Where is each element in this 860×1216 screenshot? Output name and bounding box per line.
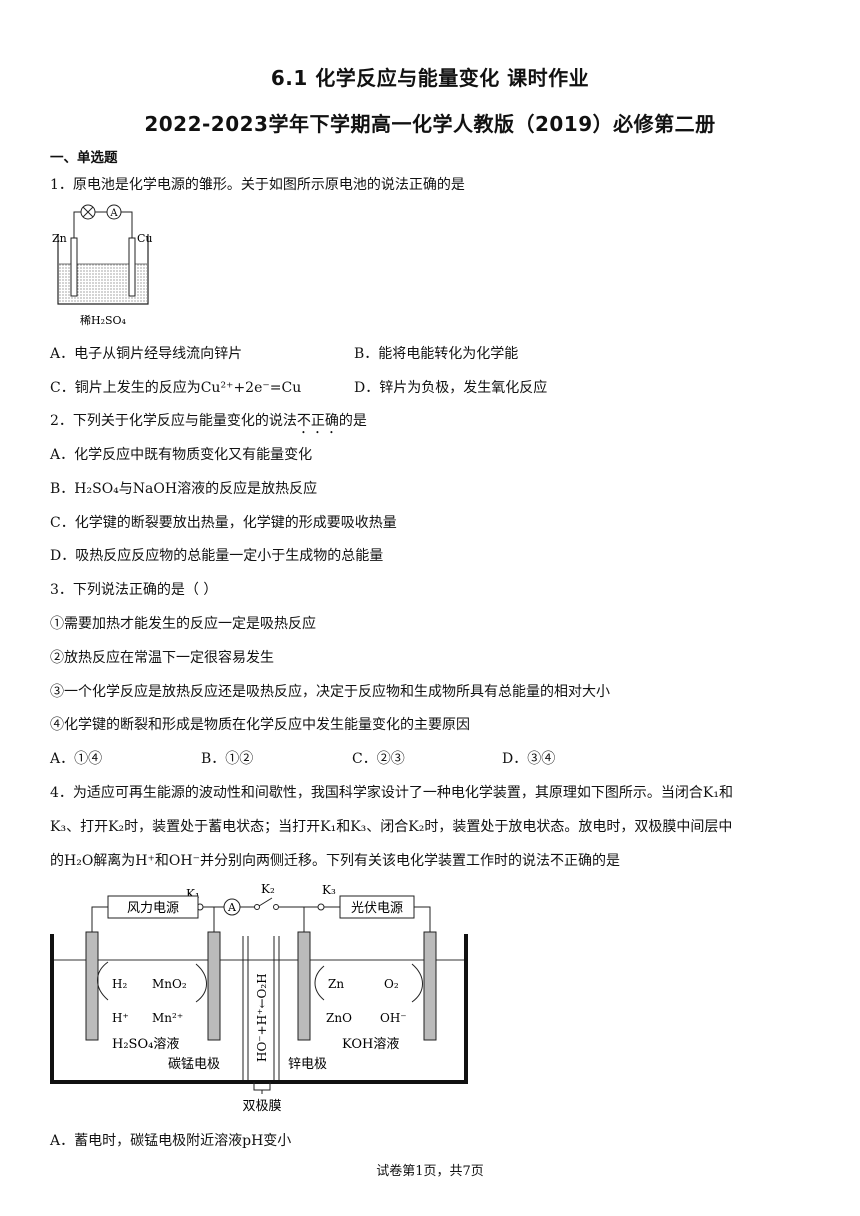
q4-zinc-electrode	[297, 931, 311, 1041]
q3-stem: 3．下列说法正确的是（ ）	[50, 582, 218, 598]
q4-k3-label: K₃	[322, 883, 336, 897]
q4-right-arrow-left	[314, 965, 325, 1001]
q4-solar-power-label: 光伏电源	[351, 901, 403, 916]
q4-left-arrow	[97, 961, 109, 1001]
page-footer: 试卷第1页，共7页	[376, 1164, 484, 1179]
q4-k2-label: K₂	[261, 882, 275, 896]
q4-wire-k1-down	[198, 906, 215, 932]
q4-ohminus-label: OH⁻	[380, 1011, 407, 1025]
q4-membrane-ions: HO⁻+H⁺←O₂H	[255, 973, 269, 1062]
q4-hplus-label: H⁺	[112, 1011, 129, 1025]
q4-wind-power-box	[107, 895, 199, 919]
q1-ammeter-icon	[106, 204, 122, 220]
q2-option-c[interactable]: C．化学键的断裂要放出热量，化学键的形成要吸收热量	[50, 515, 397, 531]
q3-statement-3: ③一个化学反应是放热反应还是吸热反应，决定于反应物和生成物所具有总能量的相对大小	[50, 684, 610, 700]
q1-option-d[interactable]: D．锌片为负极，发生氧化反应	[354, 380, 548, 396]
q2-stem-before: 2．下列关于化学反应与能量变化的说法	[50, 413, 297, 429]
q4-stem-line-3: 的H₂O解离为H⁺和OH⁻并分别向两侧迁移。下列有关该电化学装置工作时的说法不正…	[50, 853, 620, 869]
q4-bipolar-membrane-label: 双极膜	[242, 1099, 281, 1114]
q4-carbon-manganese-label: 碳锰电极	[168, 1057, 220, 1072]
q4-figure: K₁ 风力电源 A K₂ K₃ 光伏电源 HO⁻+H⁺←O₂H H₂ MnO₂ …	[50, 882, 468, 1114]
q3-statement-2: ②放热反应在常温下一定很容易发生	[50, 650, 274, 666]
q3-option-b[interactable]: B．①②	[201, 751, 254, 767]
q4-mn2plus-label: Mn²⁺	[152, 1011, 183, 1025]
q3-option-a[interactable]: A．①④	[50, 751, 103, 767]
q4-zno-label: ZnO	[326, 1011, 352, 1025]
q2-stem-after: 的是	[338, 413, 367, 429]
q4-ammeter-label: A	[227, 901, 237, 914]
q3-option-d[interactable]: D．③④	[502, 751, 556, 767]
q1-ammeter-label: A	[109, 208, 118, 219]
q4-left-electrode	[85, 931, 99, 1041]
q1-zn-electrode	[70, 237, 78, 297]
q1-solution-label: 稀H₂SO₄	[80, 314, 127, 327]
q4-carbon-manganese-electrode	[207, 931, 221, 1041]
q1-option-a[interactable]: A．电子从铜片经导线流向锌片	[50, 346, 243, 362]
q4-wire-k2	[279, 906, 305, 932]
q1-figure: A Zn Cu 稀H₂SO₄	[52, 204, 153, 327]
q4-right-arrow-right	[411, 963, 423, 1003]
q4-k2-switch-right	[273, 904, 279, 910]
q3-statement-1: ①需要加热才能发生的反应一定是吸热反应	[50, 616, 316, 632]
q4-tank	[50, 934, 468, 1084]
q1-option-b[interactable]: B．能将电能转化为化学能	[354, 346, 519, 362]
q4-koh-label: KOH溶液	[342, 1037, 399, 1052]
q4-zinc-electrode-label: 锌电极	[288, 1057, 327, 1072]
q3-option-c[interactable]: C．②③	[352, 751, 405, 767]
q1-beaker	[57, 234, 149, 305]
q4-o2-label: O₂	[384, 977, 399, 991]
q1-cu-electrode	[128, 237, 136, 297]
q4-wind-power-label: 风力电源	[127, 901, 179, 916]
q1-wire	[73, 211, 133, 238]
q1-option-c[interactable]: C．铜片上发生的反应为Cu²⁺+2e⁻=Cu	[50, 380, 302, 396]
q4-h2-label: H₂	[112, 977, 127, 991]
q2-stem: 2．下列关于化学反应与能量变化的说法不正确的是	[50, 410, 367, 437]
q4-wire-right	[414, 906, 431, 932]
q4-left-right-arrow	[195, 963, 207, 1003]
q4-k2-blade	[258, 897, 273, 907]
q4-zn-label: Zn	[328, 977, 344, 991]
title-line-1: 6.1 化学反应与能量变化 课时作业	[270, 66, 590, 90]
q4-right-electrode	[423, 931, 437, 1041]
q4-h2so4-label: H₂SO₄溶液	[112, 1037, 179, 1052]
title-line-2: 2022-2023学年下学期高一化学人教版（2019）必修第二册	[144, 112, 716, 136]
q4-wire-left	[91, 906, 108, 932]
q2-option-a[interactable]: A．化学反应中既有物质变化又有能量变化	[50, 447, 313, 463]
q4-k3-switch	[317, 903, 325, 911]
q1-zn-label: Zn	[52, 232, 67, 245]
q4-mno2-label: MnO₂	[152, 977, 187, 991]
q2-option-b[interactable]: B．H₂SO₄与NaOH溶液的反应是放热反应	[50, 481, 318, 497]
q2-stem-emphasis: 不正确	[296, 413, 339, 429]
q4-stem-line-1: 4．为适应可再生能源的波动性和间歇性，我国科学家设计了一种电化学装置，其原理如下…	[50, 785, 733, 801]
q4-stem-line-2: K₃、打开K₂时，装置处于蓄电状态；当打开K₁和K₃、闭合K₂时，装置处于放电状…	[50, 819, 733, 835]
q4-option-a[interactable]: A．蓄电时，碳锰电极附近溶液pH变小	[50, 1133, 292, 1149]
q4-k2-switch-left	[254, 904, 260, 910]
q3-statement-4: ④化学键的断裂和形成是物质在化学反应中发生能量变化的主要原因	[50, 717, 470, 733]
q2-option-d[interactable]: D．吸热反应反应物的总能量一定小于生成物的总能量	[50, 548, 384, 564]
q1-stem: 1．原电池是化学电源的雏形。关于如图所示原电池的说法正确的是	[50, 177, 465, 193]
q1-cu-label: Cu	[137, 232, 153, 245]
section-title: 一、单选题	[50, 150, 118, 166]
